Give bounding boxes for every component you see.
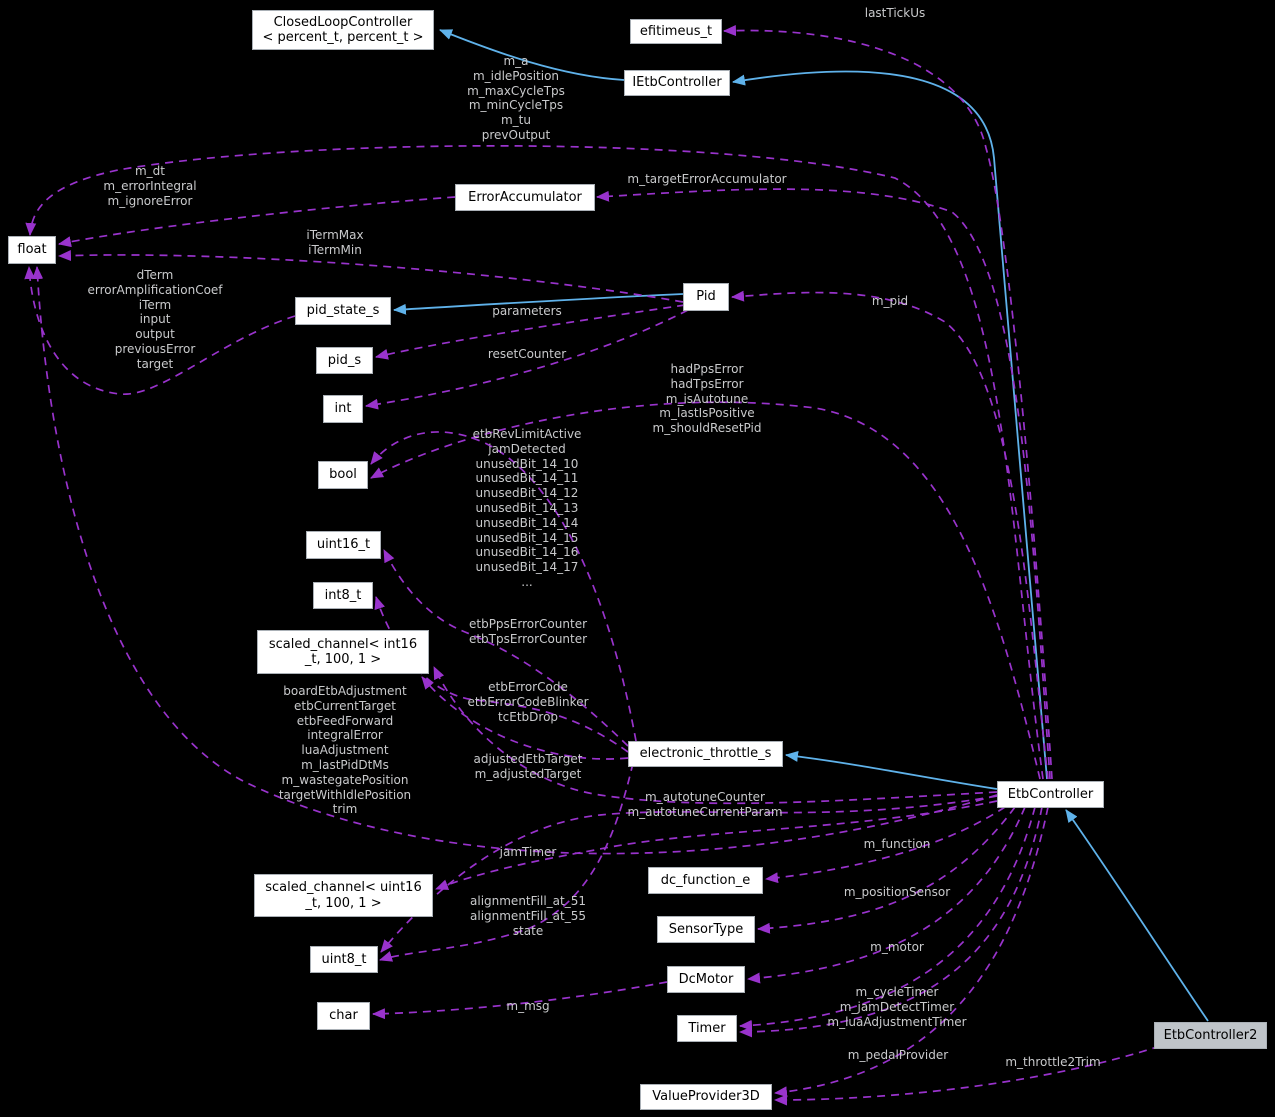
edge-label-m_autotune-bundle: m_autotuneCounter m_autotuneCurrentParam [627,790,783,819]
edge-m_cycleTimer-a [739,806,1036,1031]
edge-label-jamTimer: jamTimer [499,845,557,859]
edge-label-resetCounter: resetCounter [487,347,567,361]
node-bool[interactable]: bool [318,461,368,489]
node-ietbcontroller[interactable]: IEtbController [624,70,730,96]
edge-label-lastTickUs: lastTickUs [864,6,926,20]
node-uint16_t[interactable]: uint16_t [306,531,381,559]
edge-iTerm-bundle [58,250,684,303]
edge-parameters [375,304,686,360]
edge-label-m_pedalProvider: m_pedalProvider [847,1048,949,1062]
edge-m_msg [372,981,668,1020]
node-error-accumulator[interactable]: ErrorAccumulator [455,184,595,211]
edge-etbPps-bundle [383,549,629,747]
edge-label-alignmentFill-bundle: alignmentFill_at_51 alignmentFill_at_55 … [470,894,586,938]
node-pid_s[interactable]: pid_s [316,347,373,374]
inherit-pid-to-pidstate-edge [393,293,684,315]
edge-label-m_pid: m_pid [871,294,909,308]
node-sensortype[interactable]: SensorType [657,916,755,943]
node-etbcontroller2[interactable]: EtbController2 [1154,1022,1267,1049]
edge-m_adjustedTarget-long [32,266,998,855]
edge-m_throttle2Trim [774,1045,1161,1106]
node-valueprovider3d[interactable]: ValueProvider3D [640,1084,772,1110]
edge-m_targetErrorAccumulator [596,188,1051,780]
inherit-etb-to-ietb-edge [732,70,1048,780]
edge-jamTimer [435,800,998,890]
edge-m_autotune-bundle [380,795,998,953]
edge-label-m_a-bundle: m_a m_idlePosition m_maxCycleTps m_minCy… [467,54,565,142]
edge-label-boardEtb-bundle: boardEtbAdjustment etbCurrentTarget etbF… [278,684,412,817]
node-uint8_t[interactable]: uint8_t [310,946,378,973]
node-float[interactable]: float [8,236,56,264]
edge-label-m_motor: m_motor [870,940,924,954]
node-scaled-channel-uint16[interactable]: scaled_channel< uint16 _t, 100, 1 > [254,874,433,917]
edge-label-dTerm-bundle: dTerm errorAmplificationCoef iTerm input… [87,268,223,371]
node-pid[interactable]: Pid [683,283,729,311]
node-closed-loop-controller[interactable]: ClosedLoopController < percent_t, percen… [252,10,434,50]
edge-m_dt-bundle [58,196,456,248]
edge-label-m_positionSensor: m_positionSensor [843,885,951,899]
edge-adjusted-bundle [433,666,998,805]
edge-m_positionSensor [757,806,1016,934]
edge-label-m_cycleTimer-bundle: m_cycleTimer m_jamDetectTimer m_luaAdjus… [827,985,967,1029]
node-int[interactable]: int [323,395,363,423]
edge-label-etbPps-bundle: etbPpsErrorCounter etbTpsErrorCounter [468,617,588,646]
edge-label-m_dt-bundle: m_dt m_errorIntegral m_ignoreError [103,164,197,208]
node-etbcontroller[interactable]: EtbController [997,781,1104,808]
node-char[interactable]: char [317,1002,370,1030]
edge-m_motor [747,806,1026,984]
edge-m_function [765,806,1006,884]
edge-label-m_throttle2Trim: m_throttle2Trim [1005,1055,1101,1069]
inherit-ietb-to-clc-edge [439,29,625,81]
edge-m_cycleTimer-b [739,806,1043,1038]
node-int8_t[interactable]: int8_t [313,582,373,609]
node-pid_state_s[interactable]: pid_state_s [295,297,391,325]
edge-label-m_function: m_function [863,837,931,851]
edge-hadPps-bundle [370,401,1041,780]
edge-label-etbErrorCode-bundle: etbErrorCode etbErrorCodeBlinker tcEtbDr… [467,680,589,724]
node-dc_function_e[interactable]: dc_function_e [648,867,763,894]
edge-label-hadPps-bundle: hadPpsError hadTpsError m_isAutotune m_l… [652,362,762,436]
edge-boardEtb-bundle [421,676,629,760]
inherit-etb2-to-etb-edge [1065,809,1209,1022]
edge-m_pid [731,290,1049,780]
edge-alignmentFill-bundle [379,762,634,962]
edge-m_a-bundle [25,144,1044,780]
inherit-etb-to-ets-edge [785,750,998,790]
edge-lastTickUs [723,25,1053,780]
edge-label-m_targetErrorAccumulator: m_targetErrorAccumulator [627,172,787,186]
edge-label-parameters: parameters [492,304,562,318]
edge-m_pedalProvider [774,806,1049,1098]
node-efitimeus_t[interactable]: efitimeus_t [630,19,722,44]
edge-resetCounter [365,309,689,410]
node-timer[interactable]: Timer [677,1015,737,1042]
edge-etbRevLimit-bundle [370,431,637,742]
edge-label-iTerm-bundle: iTermMax iTermMin [306,228,364,257]
edge-label-adjusted-bundle: adjustedEtbTarget m_adjustedTarget [473,752,583,781]
node-electronic_throttle_s[interactable]: electronic_throttle_s [628,741,783,767]
edge-label-etbRevLimit-bundle: etbRevLimitActive jamDetected unusedBit_… [472,427,582,589]
node-scaled-channel-int16[interactable]: scaled_channel< int16 _t, 100, 1 > [257,630,429,674]
node-dcmotor[interactable]: DcMotor [667,966,745,993]
edge-label-m_msg: m_msg [506,999,550,1013]
